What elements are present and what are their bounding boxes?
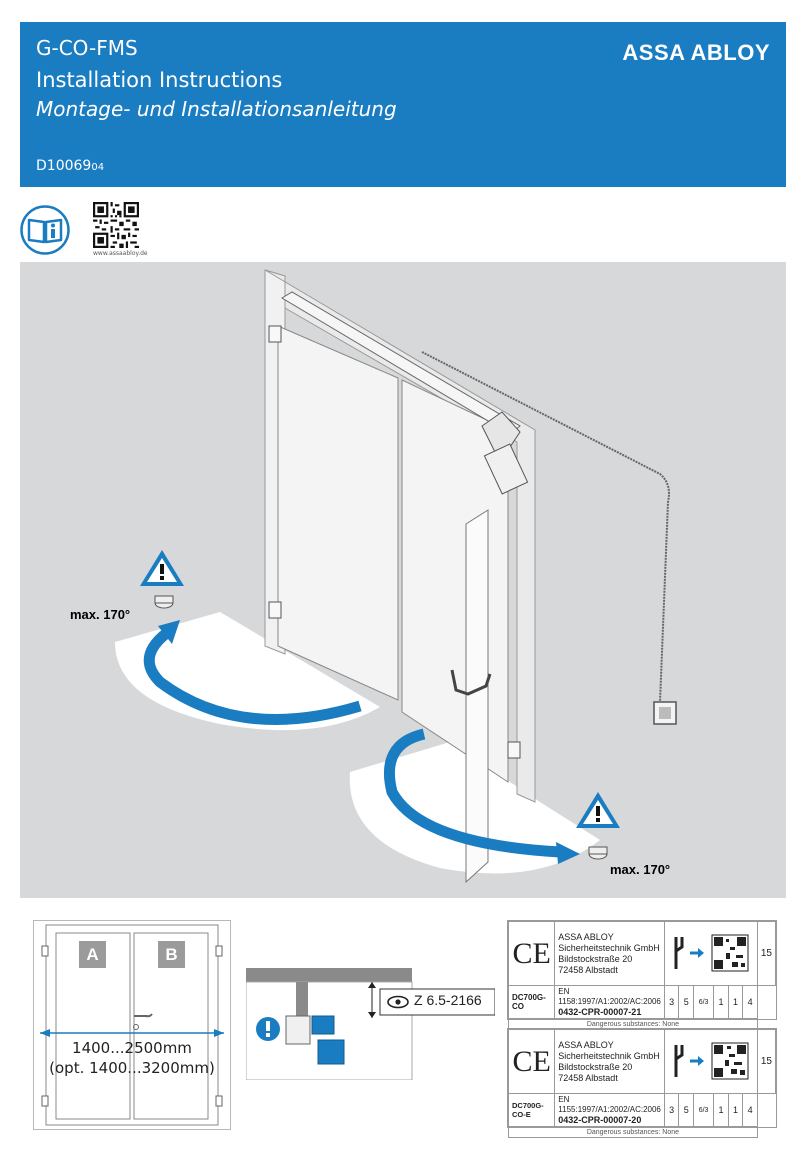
ce-class-1: 3 bbox=[663, 1093, 680, 1127]
hinge-bottom-left bbox=[268, 601, 282, 619]
ce-class-5: 1 bbox=[727, 1093, 744, 1127]
header-banner: G-CO-FMS Installation Instructions Monta… bbox=[20, 22, 786, 187]
ce-class-2: 5 bbox=[678, 985, 694, 1019]
warning-triangle-left-icon bbox=[140, 550, 184, 586]
ce-company: ASSA ABLOY bbox=[558, 931, 614, 942]
doc-revision: 04 bbox=[91, 162, 105, 173]
ce-substances: Dangerous substances: None bbox=[508, 1126, 758, 1138]
ce-city: 72458 Albstadt bbox=[558, 964, 618, 975]
brand-logo: ASSA ABLOY bbox=[622, 40, 770, 65]
ce-standard: EN 1158:1997/A1:2002/AC:2006 bbox=[558, 987, 661, 1006]
title-english: Installation Instructions bbox=[36, 68, 283, 92]
reference-code: Z 6.5-2166 bbox=[414, 992, 482, 1008]
doc-number-main: D10069 bbox=[36, 158, 92, 174]
hinge-top-left bbox=[268, 325, 282, 343]
swinging-glass-leaf bbox=[465, 509, 489, 884]
closer-arm bbox=[481, 411, 521, 463]
ce-street: Bildstockstraße 20 bbox=[558, 1061, 633, 1072]
ce-class-5: 1 bbox=[727, 985, 744, 1019]
tools-qr-icon bbox=[663, 1029, 758, 1094]
fixed-glass-leaf bbox=[277, 325, 399, 701]
leaf-a-box bbox=[79, 941, 106, 968]
width-range: 1400...2500mm bbox=[72, 1039, 192, 1057]
door-installation-illustration: max. 170° max. 170° bbox=[20, 262, 786, 898]
closer-body bbox=[483, 443, 529, 495]
power-cable bbox=[421, 351, 670, 703]
ce-company: ASSA ABLOY bbox=[558, 1039, 614, 1050]
ce-standard: EN 1155:1997/A1:2002/AC:2006 bbox=[558, 1095, 661, 1114]
door-dimension-panel: A B 1400...2500mm (opt. 1400...3200mm) bbox=[33, 920, 231, 1130]
ce-company2: Sicherheitstechnik GmbH bbox=[558, 1050, 660, 1061]
ce-model: DC700G-CO bbox=[507, 985, 556, 1019]
mounting-detail-panel: Z 6.5-2166 bbox=[246, 968, 495, 1080]
max-angle-left-label: max. 170° bbox=[70, 607, 130, 622]
ce-year: 15 bbox=[756, 921, 777, 986]
max-angle-right-label: max. 170° bbox=[610, 862, 670, 877]
ce-company2: Sicherheitstechnik GmbH bbox=[558, 942, 660, 953]
swing-arrow-left bbox=[143, 627, 362, 725]
hinge-right-bottom bbox=[507, 741, 521, 759]
tools-qr-icon bbox=[663, 921, 758, 986]
ce-class-3: 6/3 bbox=[692, 985, 715, 1019]
qr-url: www.assaabloy.de bbox=[93, 250, 148, 257]
door-handle bbox=[450, 669, 492, 696]
eye-icon bbox=[387, 995, 409, 1009]
product-name: G-CO-FMS bbox=[36, 36, 138, 60]
width-optional: (opt. 1400...3200mm) bbox=[49, 1059, 215, 1077]
ce-mark-icon: CE bbox=[507, 1029, 556, 1094]
ce-city: 72458 Albstadt bbox=[558, 1072, 618, 1083]
ce-mark-icon: CE bbox=[507, 921, 556, 986]
ce-street: Bildstockstraße 20 bbox=[558, 953, 633, 964]
ce-year: 15 bbox=[756, 1029, 777, 1094]
leaf-b-box bbox=[158, 941, 185, 968]
manual-book-icon bbox=[20, 205, 70, 255]
swing-arrow-right bbox=[383, 728, 561, 858]
ce-class-6: 4 bbox=[742, 1093, 758, 1127]
ce-class-2: 5 bbox=[678, 1093, 694, 1127]
ce-class-4: 1 bbox=[713, 1093, 729, 1127]
title-german: Montage- und Installationsanleitung bbox=[36, 97, 397, 121]
ce-certificate: 0432-CPR-00007-20 bbox=[558, 1115, 642, 1125]
leaf-a-label: A bbox=[86, 945, 99, 964]
ce-class-1: 3 bbox=[663, 985, 680, 1019]
document-number: D1006904 bbox=[36, 158, 104, 174]
leaf-b-label: B bbox=[165, 945, 178, 964]
qr-code-icon bbox=[93, 202, 139, 248]
ce-certificate: 0432-CPR-00007-21 bbox=[558, 1007, 642, 1017]
door-closer-rail bbox=[281, 291, 521, 435]
ce-class-6: 4 bbox=[742, 985, 758, 1019]
ce-label-2: CE ASSA ABLOY Sicherheitstechnik GmbH Bi… bbox=[507, 1028, 777, 1138]
ce-class-4: 1 bbox=[713, 985, 729, 1019]
ce-label-1: CE ASSA ABLOY Sicherheitstechnik GmbH Bi… bbox=[507, 920, 777, 1030]
ce-model: DC700G-CO-E bbox=[507, 1093, 556, 1127]
warning-triangle-right-icon bbox=[576, 792, 620, 828]
ce-class-3: 6/3 bbox=[692, 1093, 715, 1127]
